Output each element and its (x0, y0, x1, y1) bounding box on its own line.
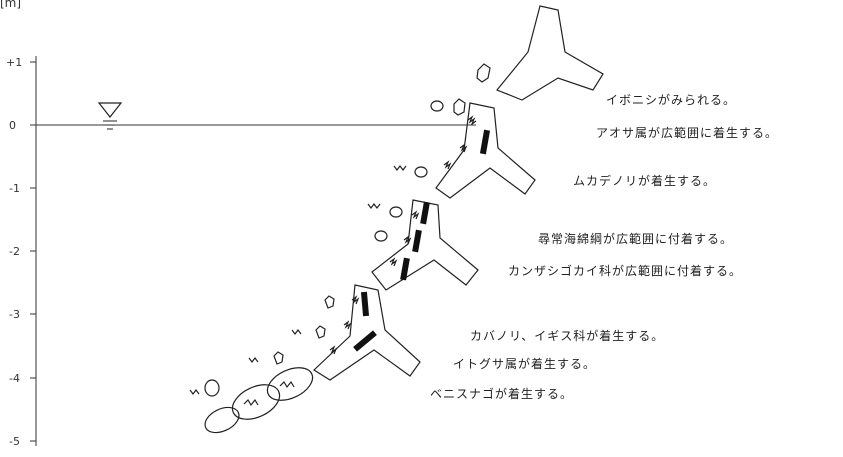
tick-label: -2 (9, 245, 20, 258)
annotation-itogusa: イトグサ属が着生する。 (453, 357, 597, 371)
shell-marks (189, 63, 491, 397)
algae-marks (329, 115, 477, 355)
rocks (204, 367, 314, 434)
tetrapod-block (371, 199, 479, 291)
annotation-mukadenori: ムカデノリが着生する。 (573, 174, 717, 188)
water-level-symbol (97, 102, 123, 130)
y-axis-ticks (30, 61, 36, 442)
tick-label: +1 (6, 56, 22, 69)
y-axis-tick-labels: +1 0 -1 -2 -3 -4 -5 (6, 56, 22, 448)
tick-label: -4 (9, 372, 20, 385)
annotation-tubeworm: カンザシゴカイ科が広範囲に付着する。 (508, 264, 743, 278)
annotation-kabanori: カバノリ、イギス科が着生する。 (470, 329, 665, 343)
tick-label: -3 (9, 308, 20, 321)
tetrapod-block (435, 102, 536, 199)
tick-label: 0 (9, 119, 16, 132)
annotation-aosa: アオサ属が広範囲に着生する。 (596, 126, 779, 140)
annotation-sponge: 尋常海綿綱が広範囲に付着する。 (538, 232, 734, 246)
annotation-ibonishi: イボニシがみられる。 (606, 93, 737, 107)
unit-label: [m] (0, 0, 22, 10)
tick-label: -1 (9, 182, 20, 195)
attached-organisms (353, 129, 491, 352)
annotation-benisunago: ベニスナゴが着生する。 (430, 387, 574, 401)
tetrapod-block (496, 5, 604, 101)
tetrapod-block (313, 284, 421, 381)
tick-label: -5 (9, 435, 20, 448)
